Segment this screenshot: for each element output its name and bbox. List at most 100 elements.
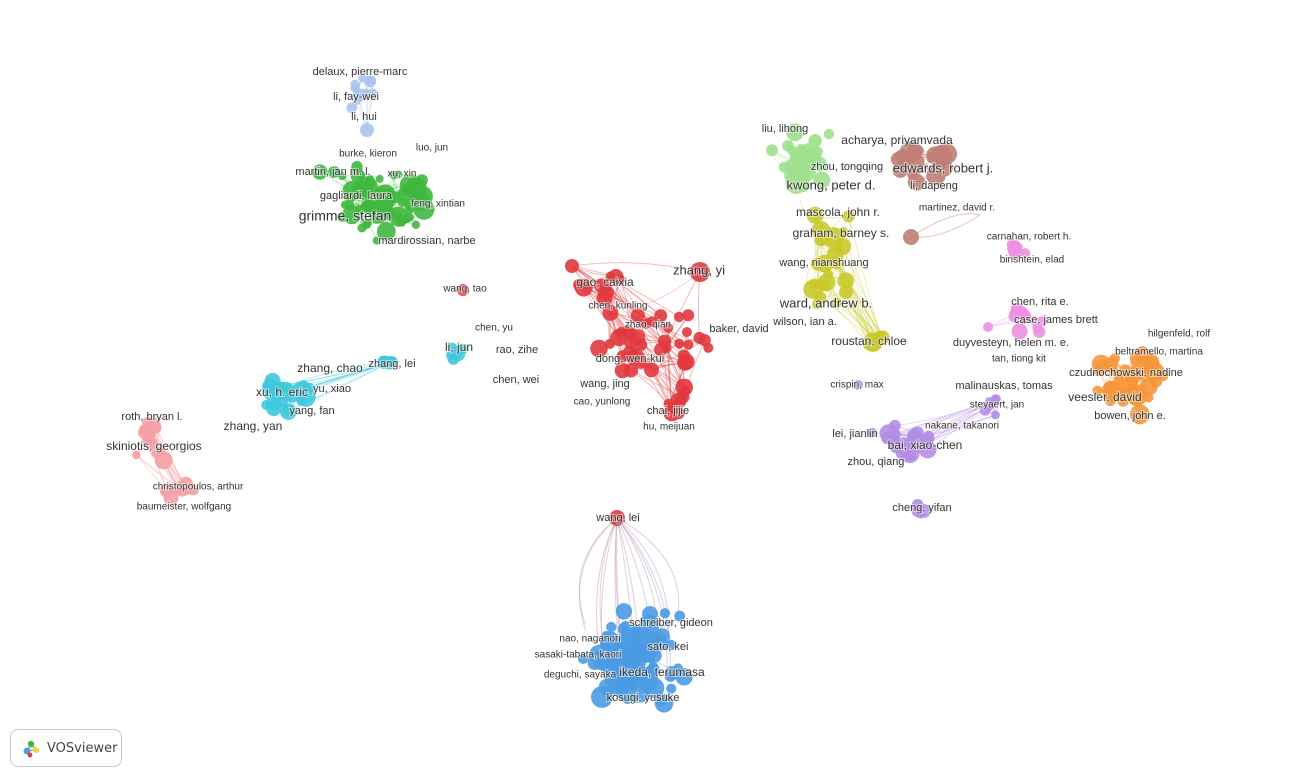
author-node[interactable] <box>839 285 853 299</box>
author-node[interactable] <box>992 395 1000 404</box>
author-node[interactable] <box>630 308 645 323</box>
author-label[interactable]: rao, zihe <box>495 343 539 357</box>
author-node[interactable] <box>917 504 931 518</box>
author-node[interactable] <box>620 621 631 631</box>
author-label[interactable]: zhou, tongqing <box>810 160 884 174</box>
author-node[interactable] <box>787 164 809 187</box>
author-label[interactable]: li, jun <box>444 339 474 355</box>
author-label[interactable]: yang, fan <box>288 404 335 418</box>
author-node[interactable] <box>681 327 692 338</box>
author-node[interactable] <box>674 610 686 622</box>
author-label[interactable]: mascola, john r. <box>795 204 881 220</box>
author-node[interactable] <box>598 678 616 696</box>
author-label[interactable]: delaux, pierre-marc <box>312 65 409 79</box>
author-label[interactable]: bowen, john e. <box>1093 409 1167 423</box>
author-node[interactable] <box>1113 375 1124 386</box>
author-label[interactable]: zhang, yan <box>223 418 284 434</box>
author-label[interactable]: skiniotis, georgios <box>105 438 202 454</box>
author-node[interactable] <box>456 343 468 355</box>
author-node[interactable] <box>338 172 347 181</box>
author-node[interactable] <box>665 639 677 651</box>
author-node[interactable] <box>376 186 385 195</box>
author-node[interactable] <box>985 397 994 406</box>
author-node[interactable] <box>1140 368 1151 380</box>
author-label[interactable]: zhang, lei <box>367 357 416 371</box>
author-label[interactable]: li, hui <box>350 110 378 124</box>
author-node[interactable] <box>1016 309 1032 324</box>
author-label[interactable]: czudnochowski, nadine <box>1068 366 1184 380</box>
author-node[interactable] <box>907 169 919 180</box>
author-node[interactable] <box>616 350 629 363</box>
author-node[interactable] <box>620 632 631 642</box>
author-label[interactable]: baumeister, wolfgang <box>136 501 233 514</box>
author-node[interactable] <box>672 407 685 420</box>
author-node[interactable] <box>132 450 141 460</box>
author-label[interactable]: wang, lei <box>594 511 640 525</box>
author-node[interactable] <box>853 380 863 390</box>
author-label[interactable]: zhang, chao <box>296 360 364 376</box>
author-label[interactable]: nao, naganori <box>558 633 621 646</box>
author-node[interactable] <box>390 191 402 203</box>
author-label[interactable]: acharya, priyamvada <box>840 132 954 148</box>
author-node[interactable] <box>573 278 586 291</box>
author-node[interactable] <box>922 432 935 444</box>
author-label[interactable]: wang, jing <box>578 377 631 391</box>
author-node[interactable] <box>640 318 652 329</box>
author-node[interactable] <box>881 433 893 445</box>
author-label[interactable]: chen, wei <box>492 373 540 387</box>
author-label[interactable]: bai, xiao-chen <box>887 437 964 453</box>
author-node[interactable] <box>266 400 282 417</box>
author-label[interactable]: xu, xin <box>387 168 418 181</box>
author-label[interactable]: wang, tao <box>441 283 488 296</box>
author-node[interactable] <box>910 426 924 440</box>
author-node[interactable] <box>778 162 790 173</box>
author-node[interactable] <box>364 199 374 209</box>
author-label[interactable]: liu, lihong <box>761 122 809 136</box>
author-node[interactable] <box>411 220 421 229</box>
author-node[interactable] <box>312 164 328 180</box>
author-label[interactable]: feng, xintian <box>410 198 466 211</box>
author-node[interactable] <box>268 382 287 401</box>
author-node[interactable] <box>1119 376 1138 395</box>
author-label[interactable]: christopoulos, arthur <box>152 481 245 494</box>
author-label[interactable]: li, fay-wei <box>332 90 380 104</box>
author-node[interactable] <box>1020 248 1031 259</box>
author-node[interactable] <box>831 297 842 308</box>
author-node[interactable] <box>842 210 855 223</box>
author-node[interactable] <box>279 403 297 420</box>
author-label[interactable]: dong, wen-kui <box>595 352 666 366</box>
author-node[interactable] <box>666 683 677 694</box>
author-label[interactable]: lei, jianlin <box>831 427 878 441</box>
author-label[interactable]: martinez, david r. <box>918 202 996 215</box>
author-node[interactable] <box>357 223 367 233</box>
author-node[interactable] <box>815 254 834 273</box>
author-label[interactable]: mardirossian, narbe <box>377 234 476 248</box>
author-label[interactable]: steyaert, jan <box>969 399 1025 412</box>
author-label[interactable]: li, dapeng <box>909 179 959 193</box>
author-node[interactable] <box>364 75 373 84</box>
author-node[interactable] <box>634 356 648 369</box>
author-node[interactable] <box>383 356 397 370</box>
author-label[interactable]: luo, jun <box>415 142 449 155</box>
author-node[interactable] <box>675 668 693 686</box>
author-node[interactable] <box>823 128 835 140</box>
author-node[interactable] <box>604 338 616 349</box>
author-node[interactable] <box>796 144 807 155</box>
author-node[interactable] <box>602 304 619 321</box>
author-node[interactable] <box>806 206 824 224</box>
author-label[interactable]: schreiber, gideon <box>628 616 714 630</box>
author-node[interactable] <box>934 149 945 160</box>
author-node[interactable] <box>403 186 413 196</box>
author-label[interactable]: gagliardi, laura <box>319 189 394 203</box>
author-node[interactable] <box>151 449 160 458</box>
author-node[interactable] <box>457 284 469 296</box>
author-node[interactable] <box>831 259 842 270</box>
author-node[interactable] <box>623 363 639 378</box>
author-label[interactable]: gao, caixia <box>575 274 635 290</box>
author-label[interactable]: graham, barney s. <box>792 225 891 241</box>
author-label[interactable]: wang, nianshuang <box>777 256 869 270</box>
author-label[interactable]: zhao, qian <box>624 319 672 332</box>
author-label[interactable]: tan, tiong kit <box>991 353 1047 366</box>
author-node[interactable] <box>918 440 937 459</box>
author-node[interactable] <box>677 355 693 371</box>
